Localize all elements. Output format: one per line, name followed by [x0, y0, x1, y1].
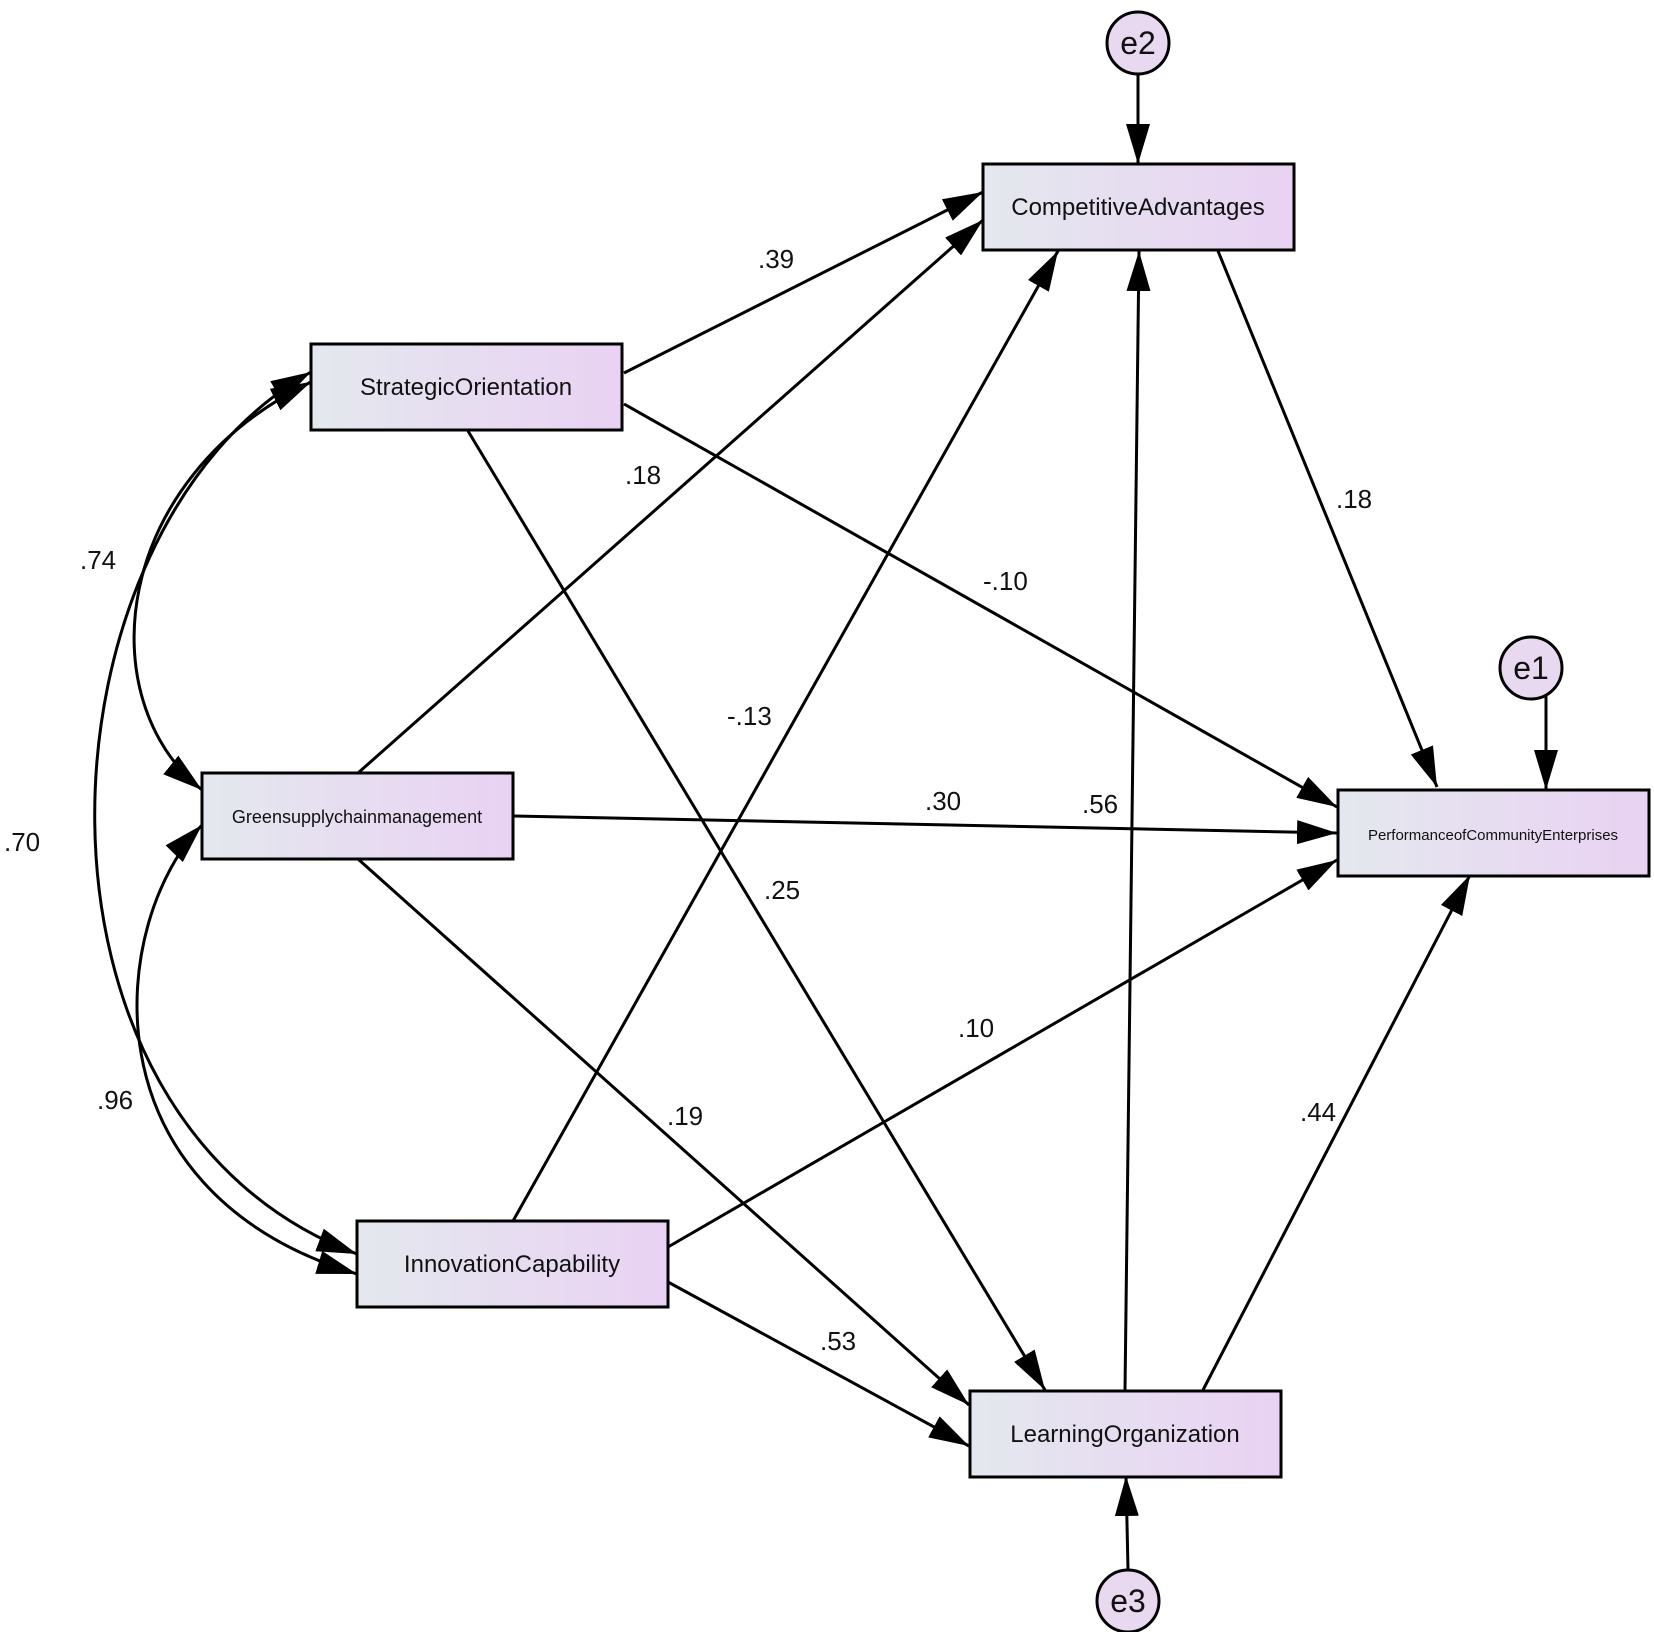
node-innovation-capability: InnovationCapability [355, 1219, 670, 1309]
path-so-lo [466, 430, 1047, 1391]
error-e2: e2 [1105, 10, 1171, 76]
node-label: StrategicOrientation [360, 374, 572, 401]
path-e3-lo [1114, 1475, 1139, 1571]
coef-ic-lo: .53 [820, 1326, 856, 1356]
path-so-pce [623, 402, 1338, 809]
coef-gscm-pce: .30 [925, 786, 961, 816]
coef-so-pce: -.10 [983, 566, 1028, 596]
coef-so-ca: .39 [758, 244, 794, 274]
coef-lo-pce: .44 [1300, 1097, 1336, 1127]
path-ca-pce [1216, 250, 1439, 788]
node-performance-of-community-enterprises: PerformanceofCommunityEnterprises [1336, 788, 1651, 878]
corr-label-so-gscm: .74 [80, 545, 116, 575]
node-label: LearningOrganization [1010, 1421, 1240, 1448]
node-green-supply-chain-management: Greensupplychainmanagement [200, 771, 515, 861]
path-gscm-lo [357, 857, 970, 1407]
error-label: e3 [1110, 1583, 1146, 1619]
coef-ic-ca: -.13 [727, 701, 772, 731]
path-ic-pce [667, 858, 1338, 1249]
coef-lo-ca: .56 [1082, 789, 1118, 819]
node-strategic-orientation: StrategicOrientation [309, 342, 624, 432]
coef-gscm-lo: .19 [667, 1101, 703, 1131]
node-label: CompetitiveAdvantages [1011, 194, 1264, 221]
corr-label-gscm-ic: .96 [97, 1085, 133, 1115]
path-ic-ca [511, 250, 1060, 1222]
coef-ic-pce: .10 [958, 1013, 994, 1043]
coef-so-lo: .25 [764, 875, 800, 905]
path-lo-ca [1123, 250, 1151, 1391]
error-label: e2 [1120, 25, 1156, 61]
coef-gscm-ca: .18 [625, 460, 661, 490]
error-label: e1 [1513, 650, 1549, 686]
error-e1: e1 [1498, 635, 1564, 701]
node-competitive-advantages: CompetitiveAdvantages [981, 162, 1296, 252]
node-label: PerformanceofCommunityEnterprises [1368, 827, 1618, 844]
corr-label-so-ic: .70 [4, 827, 40, 857]
path-gscm-ca [357, 218, 984, 775]
path-lo-pce [1201, 874, 1472, 1391]
corr-gscm-ic [135, 823, 358, 1276]
node-label: InnovationCapability [404, 1251, 620, 1278]
path-ic-lo [667, 1280, 970, 1448]
path-so-ca [623, 190, 984, 375]
path-gscm-pce [513, 814, 1338, 845]
node-label: Greensupplychainmanagement [232, 807, 482, 827]
coef-ca-pce: .18 [1336, 484, 1372, 514]
error-e3: e3 [1095, 1568, 1161, 1632]
node-learning-organization: LearningOrganization [968, 1389, 1283, 1479]
